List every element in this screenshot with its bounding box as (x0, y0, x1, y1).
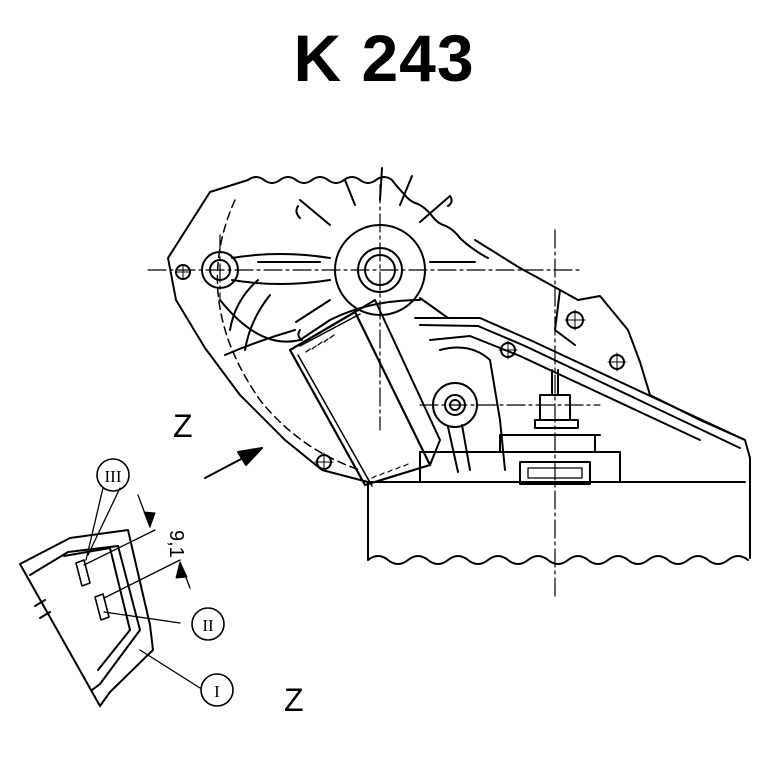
callout-i: I (200, 673, 234, 707)
terminal-stud (534, 369, 579, 429)
page-title: K 243 (293, 21, 475, 95)
adjusting-strap (414, 317, 746, 471)
callout-iii-text: III (105, 467, 122, 486)
callout-iii: III (96, 458, 130, 492)
callout-ii-text: II (202, 616, 214, 635)
detail-view-label: Z (284, 682, 304, 718)
bolt-holes (314, 309, 627, 472)
dimension-label: 9,1 (165, 530, 187, 558)
center-lines (147, 184, 601, 601)
connector-detail (19, 487, 201, 707)
pivot-bolt (432, 382, 478, 473)
rotor-hub (334, 224, 426, 316)
view-arrow (204, 447, 263, 479)
view-arrow-label: Z (173, 408, 193, 444)
callout-ii: II (191, 607, 225, 641)
callout-i-text: I (214, 682, 220, 701)
engine-block (367, 434, 751, 565)
stator-block (288, 299, 441, 487)
mounting-eye-left (175, 251, 239, 289)
